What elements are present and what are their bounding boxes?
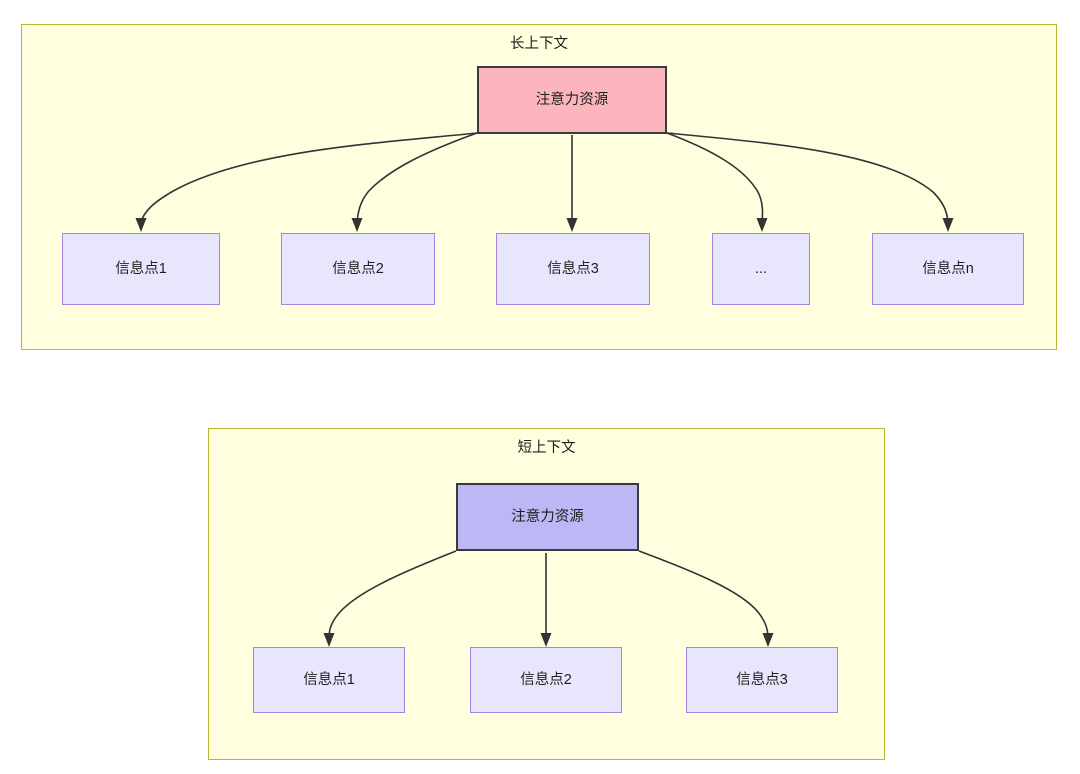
node-short-info-3-label: 信息点3	[736, 671, 788, 688]
node-long-info-1[interactable]: 信息点1	[62, 233, 220, 305]
node-short-info-1-label: 信息点1	[303, 671, 355, 688]
node-long-info-1-label: 信息点1	[115, 260, 167, 277]
node-short-info-2-label: 信息点2	[520, 671, 572, 688]
node-short-info-1[interactable]: 信息点1	[253, 647, 405, 713]
node-long-attention-resource[interactable]: 注意力资源	[477, 66, 667, 134]
node-long-info-2[interactable]: 信息点2	[281, 233, 435, 305]
node-short-info-2[interactable]: 信息点2	[470, 647, 622, 713]
group-long-context-title: 长上下文	[510, 36, 568, 52]
node-long-info-ellipsis[interactable]: ...	[712, 233, 810, 305]
node-long-info-2-label: 信息点2	[332, 260, 384, 277]
node-short-info-3[interactable]: 信息点3	[686, 647, 838, 713]
node-long-info-ellipsis-label: ...	[754, 260, 768, 277]
group-short-context-title: 短上下文	[517, 440, 576, 456]
node-long-info-3[interactable]: 信息点3	[496, 233, 650, 305]
node-short-attention-resource-label: 注意力资源	[511, 508, 584, 525]
node-long-attention-resource-label: 注意力资源	[535, 91, 609, 108]
node-short-attention-resource[interactable]: 注意力资源	[456, 483, 639, 551]
node-long-info-3-label: 信息点3	[547, 260, 599, 277]
node-long-info-n[interactable]: 信息点n	[872, 233, 1024, 305]
node-long-info-n-label: 信息点n	[922, 260, 974, 277]
